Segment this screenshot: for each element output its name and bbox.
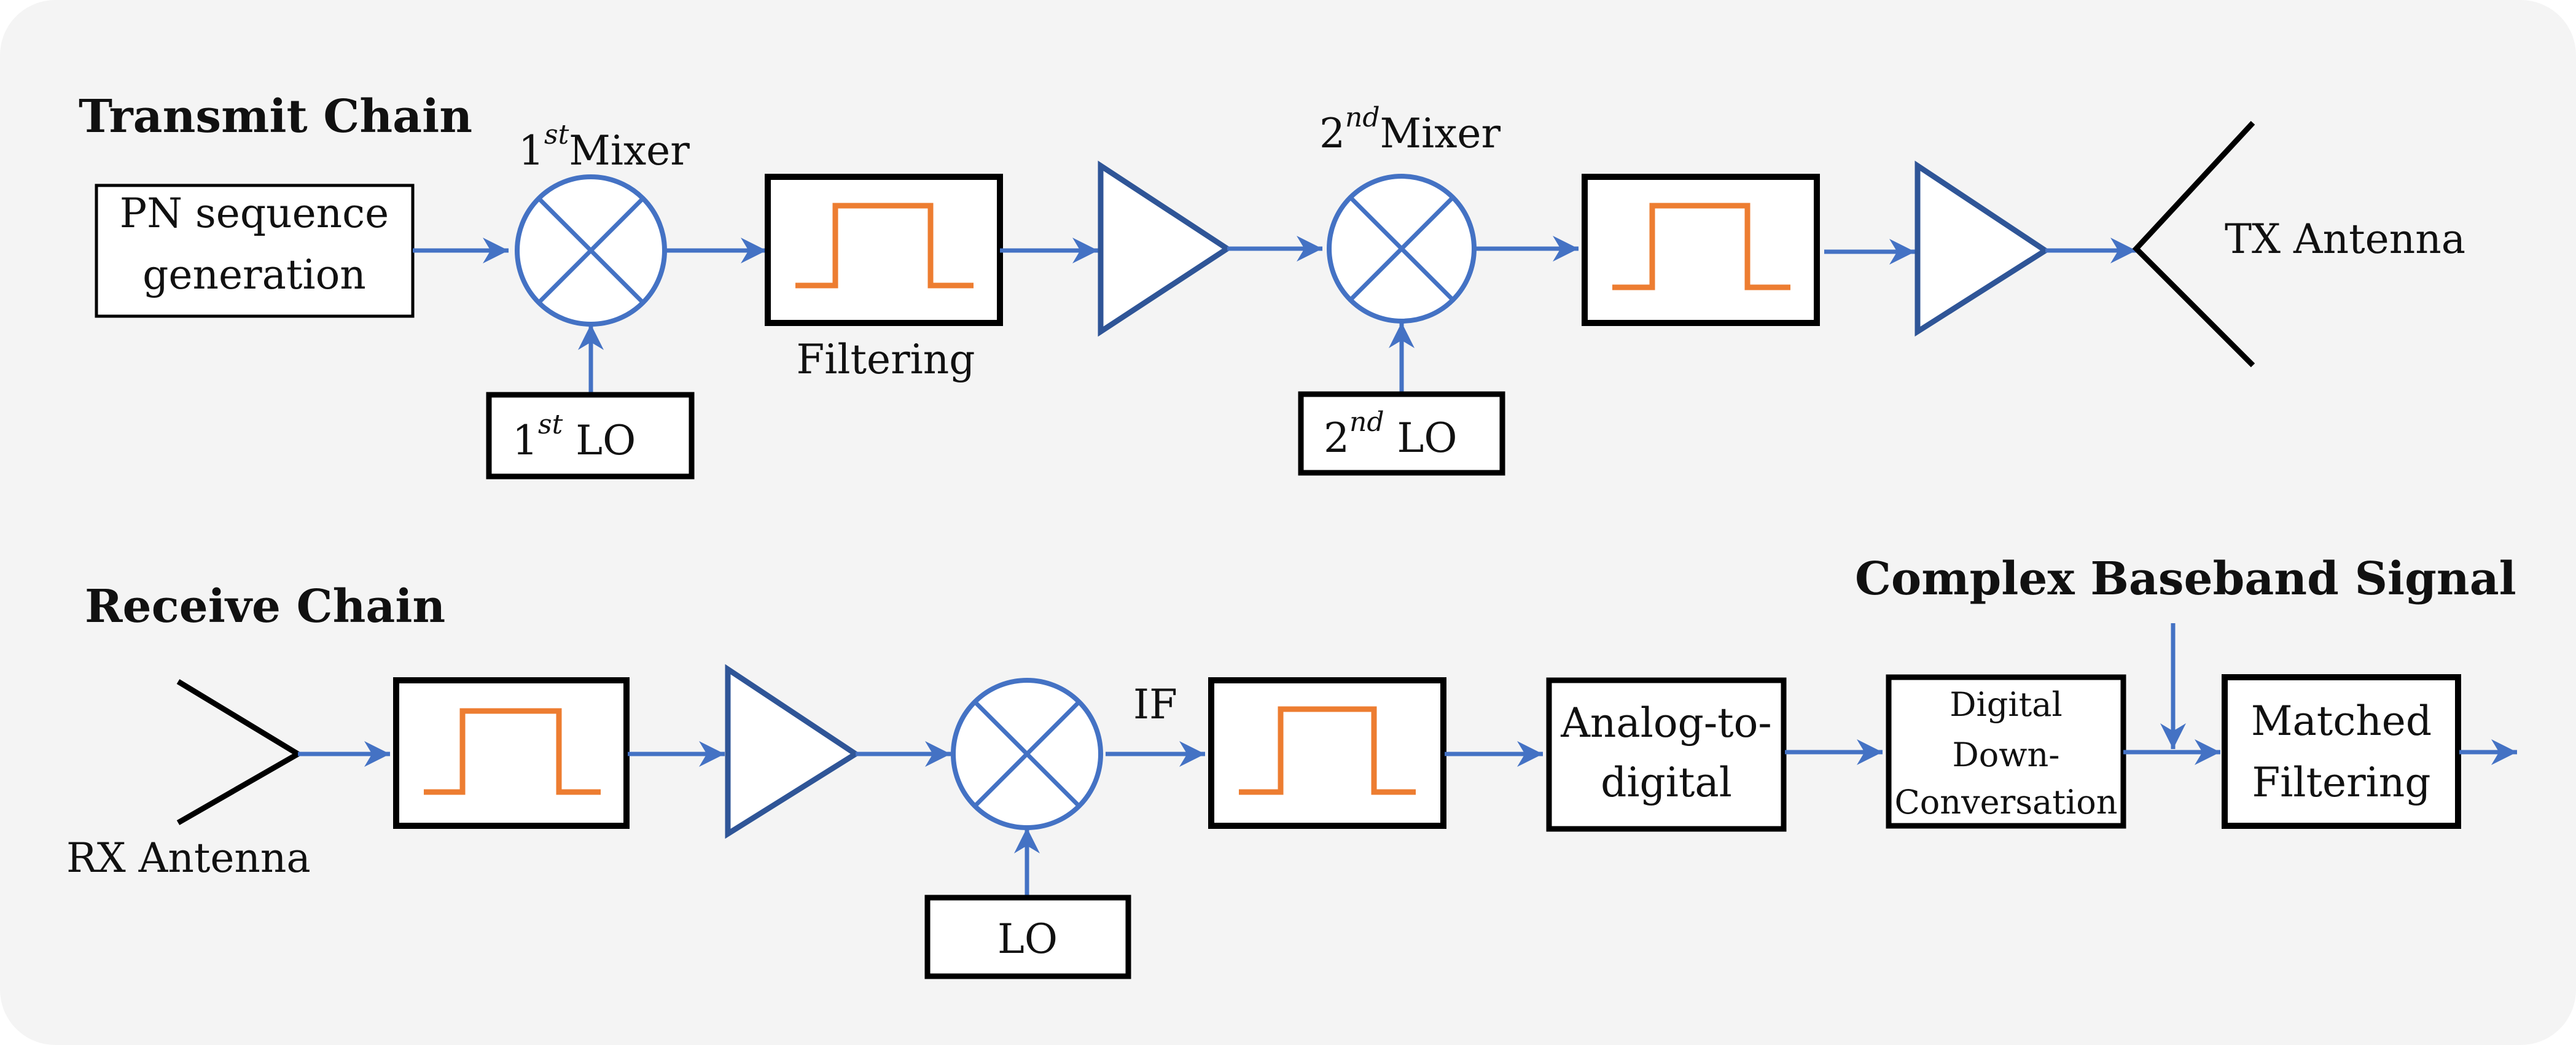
- pn-box-line2: generation: [142, 251, 366, 298]
- bandpass-pulse-icon: [795, 203, 974, 289]
- bandpass-pulse-icon: [1612, 203, 1790, 290]
- amplifier-triangle-icon: [1098, 160, 1233, 337]
- receive-chain: Receive Chain RX Antenna LO IF: [66, 553, 2517, 979]
- lo1-label: 1st LO: [512, 409, 636, 464]
- adc-line1: Analog-to-: [1560, 699, 1771, 747]
- amplifier-triangle-icon: [725, 664, 861, 839]
- lo-label: LO: [997, 915, 1058, 963]
- receive-chain-title: Receive Chain: [85, 580, 445, 633]
- transmit-chain-title: Transmit Chain: [79, 90, 472, 143]
- matched-line1: Matched: [2251, 697, 2432, 745]
- pn-box-line1: PN sequence: [120, 190, 389, 237]
- filtering-label: Filtering: [796, 336, 975, 383]
- ddc-line3: Conversation: [1894, 783, 2117, 822]
- lo2-label: 2nd LO: [1324, 406, 1457, 462]
- filter3-box: [393, 677, 630, 829]
- ddc-line2: Down-: [1952, 736, 2059, 774]
- amplifier-triangle-icon: [1914, 160, 2051, 337]
- bandpass-pulse-icon: [424, 708, 601, 795]
- mixer-icon: [1327, 174, 1477, 324]
- pn-sequence-box: PN sequence generation: [95, 184, 415, 318]
- lo-box: LO: [924, 895, 1131, 979]
- filter4-box: [1208, 677, 1446, 829]
- if-label: IF: [1133, 681, 1177, 728]
- filter1-box: [765, 174, 1003, 326]
- adc-box: Analog-to- digital: [1546, 677, 1787, 832]
- mixer-icon: [951, 678, 1103, 830]
- mixer-icon: [515, 174, 667, 327]
- rx-antenna-label: RX Antenna: [66, 834, 311, 882]
- matched-line2: Filtering: [2252, 759, 2430, 806]
- ddc-box: Digital Down- Conversation: [1886, 674, 2126, 829]
- matched-filter-box: Matched Filtering: [2222, 674, 2461, 829]
- filter2-box: [1582, 174, 1820, 326]
- lo2-box: 2nd LO: [1298, 391, 1505, 476]
- adc-line2: digital: [1601, 759, 1732, 806]
- mixer1-label: 1stMixer: [518, 119, 690, 174]
- bandpass-pulse-icon: [1239, 706, 1416, 795]
- mixer2-label: 2ndMixer: [1319, 102, 1501, 157]
- antenna-icon: [2132, 120, 2255, 368]
- baseband-signal-label: Complex Baseband Signal: [1855, 553, 2516, 605]
- ddc-line1: Digital: [1950, 685, 2063, 724]
- transmit-chain: Transmit Chain PN sequence generation 1s…: [79, 90, 2465, 480]
- tx-antenna-label: TX Antenna: [2225, 216, 2465, 263]
- lo1-box: 1st LO: [486, 392, 695, 480]
